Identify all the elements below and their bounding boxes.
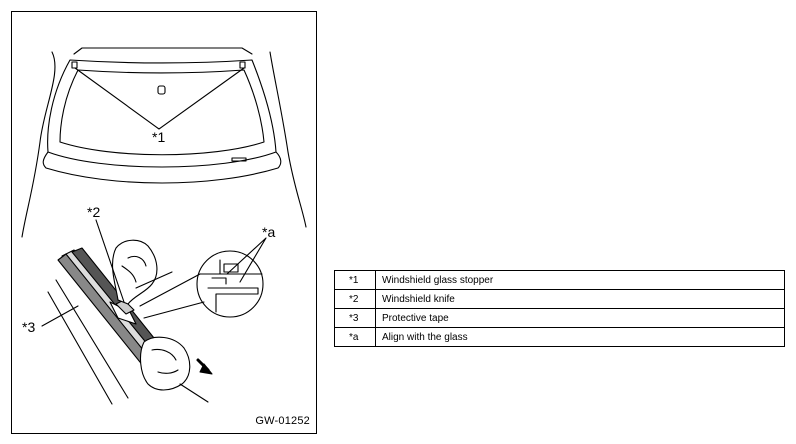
glass-stopper-left (71, 61, 78, 69)
zoom-line-top (139, 273, 201, 307)
illustration-panel: *1 *2 *3 *a GW-01252 (11, 11, 317, 434)
legend-table: *1 Windshield glass stopper *2 Windshiel… (334, 270, 785, 347)
cowl-panel (42, 151, 282, 184)
leader-line-a (226, 237, 267, 283)
table-row: *a Align with the glass (334, 327, 785, 347)
arrow-head (199, 363, 213, 375)
legend-description: Windshield glass stopper (375, 270, 785, 290)
windshield-glass (59, 69, 265, 156)
lower-hand (139, 336, 209, 403)
table-row: *3 Protective tape (334, 308, 785, 328)
leader-line-1 (74, 67, 245, 130)
legend-description: Windshield knife (375, 289, 785, 309)
callout-a: *a (262, 224, 276, 240)
table-row: *1 Windshield glass stopper (334, 270, 785, 290)
mirror-mount (157, 85, 166, 95)
zoom-line-bottom (143, 301, 205, 319)
pillar-line-2 (47, 291, 113, 405)
legend-key: *1 (334, 270, 376, 290)
car-body-outline (21, 51, 56, 238)
windshield-illustration (21, 47, 307, 405)
callout-1: *1 (152, 129, 166, 145)
figure-code: GW-01252 (255, 415, 310, 427)
legend-description: Align with the glass (375, 327, 785, 347)
upper-hand (112, 239, 173, 305)
legend-key: *2 (334, 289, 376, 309)
table-row: *2 Windshield knife (334, 289, 785, 309)
detail-circle (196, 250, 264, 318)
badge-mark (231, 157, 247, 162)
pillar-line (55, 279, 129, 399)
car-body-outline-right (269, 51, 307, 228)
windshield-frame-outer (47, 59, 277, 168)
glass-stopper-right (239, 61, 246, 69)
windshield-knife (109, 299, 137, 325)
roof-edge (73, 47, 253, 55)
callout-3: *3 (22, 319, 36, 335)
legend-key: *a (334, 327, 376, 347)
leader-line-3 (41, 305, 79, 327)
legend-description: Protective tape (375, 308, 785, 328)
callout-2: *2 (87, 204, 101, 220)
legend-key: *3 (334, 308, 376, 328)
leader-line-2 (95, 219, 125, 303)
